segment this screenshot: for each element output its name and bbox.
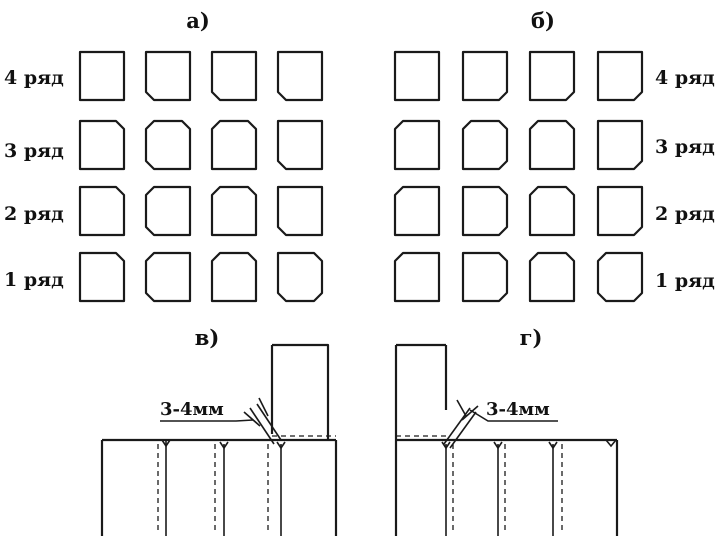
panel-a-row4-plate-2	[144, 50, 192, 102]
panel-b-row1-plate-2	[461, 251, 509, 303]
panel-a-row1-plate-3	[210, 251, 258, 303]
dimension-tick-left-2	[258, 397, 269, 417]
panel-b-row1-plate-1	[393, 251, 441, 303]
base-plate-left	[100, 438, 338, 536]
panel-b-row4-plate-2	[461, 50, 509, 102]
panel-a-row2-plate-2	[144, 185, 192, 237]
panel-a-row3-plate-3	[210, 119, 258, 171]
weld-mark-g4	[605, 439, 617, 448]
dimension-leader-right	[469, 409, 558, 422]
weld-mark-v1	[161, 439, 171, 448]
dimension-tick-right-1	[456, 399, 467, 417]
panel-a-row3-plate-1	[78, 119, 126, 171]
vertical-plate-left	[270, 343, 330, 440]
panel-a-row4-plate-3	[210, 50, 258, 102]
dimension-tick-right-2	[461, 405, 479, 421]
panel-b-row4-plate-1	[393, 50, 441, 102]
row-label-1-left: 1 ряд	[4, 269, 64, 291]
panel-g-caption: г)	[520, 325, 543, 350]
panel-a-row1-plate-4	[276, 251, 324, 303]
dimension-tick-left-1	[243, 411, 261, 427]
row-label-3-left: 3 ряд	[4, 140, 64, 162]
panel-b-row4-plate-3	[528, 50, 576, 102]
panel-b-row3-plate-2	[461, 119, 509, 171]
panel-a-row2-plate-4	[276, 185, 324, 237]
dimension-label-left: 3-4мм	[160, 399, 224, 420]
row-label-2-right: 2 ряд	[655, 203, 715, 225]
weld-mark-v2	[219, 441, 229, 450]
panel-a-row2-plate-1	[78, 185, 126, 237]
panel-a-row4-plate-1	[78, 50, 126, 102]
panel-b-caption: б)	[531, 8, 555, 33]
panel-v-caption: в)	[195, 325, 220, 350]
row-label-3-right: 3 ряд	[655, 136, 715, 158]
panel-b-row2-plate-3	[528, 185, 576, 237]
panel-b-row1-plate-4	[596, 251, 644, 303]
panel-b-row2-plate-4	[596, 185, 644, 237]
panel-a-row1-plate-2	[144, 251, 192, 303]
panel-a-caption: а)	[186, 8, 210, 33]
panel-b-row2-plate-2	[461, 185, 509, 237]
chamfer-line-left-a	[249, 407, 275, 445]
panel-a-row1-plate-1	[78, 251, 126, 303]
panel-b-row4-plate-4	[596, 50, 644, 102]
panel-a-row2-plate-3	[210, 185, 258, 237]
panel-b-row3-plate-3	[528, 119, 576, 171]
panel-b-row3-plate-4	[596, 119, 644, 171]
panel-b-row1-plate-3	[528, 251, 576, 303]
weld-mark-g1	[441, 441, 451, 450]
panel-a-grid	[78, 50, 324, 303]
vertical-plate-right	[394, 343, 448, 440]
row-label-4-right: 4 ряд	[655, 67, 715, 89]
panel-v-drawing	[100, 343, 338, 536]
panel-a-row3-plate-4	[276, 119, 324, 171]
dimension-label-right: 3-4мм	[486, 399, 550, 420]
panel-b-grid	[393, 50, 644, 303]
row-label-1-right: 1 ряд	[655, 270, 715, 292]
base-plate-right	[394, 438, 619, 536]
panel-a-row3-plate-2	[144, 119, 192, 171]
weld-mark-g2	[493, 441, 503, 450]
weld-mark-g3	[548, 441, 558, 450]
weld-mark-v3	[276, 441, 286, 450]
panel-b-row2-plate-1	[393, 185, 441, 237]
panel-b-row3-plate-1	[393, 119, 441, 171]
row-label-4-left: 4 ряд	[4, 67, 64, 89]
row-label-2-left: 2 ряд	[4, 203, 64, 225]
panel-a-row4-plate-4	[276, 50, 324, 102]
chamfer-line-right-b	[449, 411, 477, 449]
panel-g-drawing	[394, 343, 619, 536]
dimension-leader-left	[160, 419, 254, 422]
chamfer-line-left-b	[256, 403, 282, 441]
